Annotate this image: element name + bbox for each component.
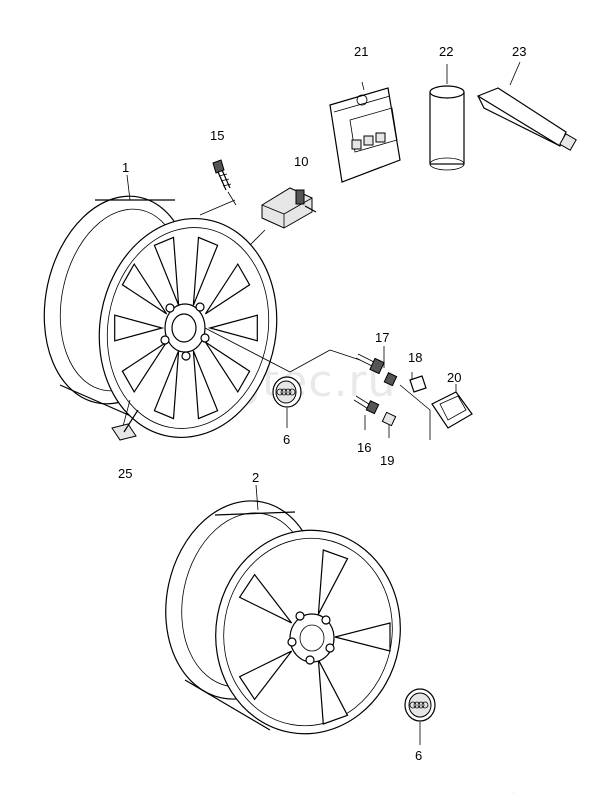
removal-tool-drawing: [431, 384, 473, 429]
corner-mark: ·: [512, 789, 514, 796]
callout-6-lower: 6: [415, 748, 422, 763]
spoke: [192, 236, 219, 306]
wheel-1-drawing: [43, 195, 278, 439]
center-cap-1-drawing: [272, 376, 302, 428]
callout-1: 1: [122, 160, 129, 175]
callout-17: 17: [375, 330, 389, 345]
spoke: [153, 350, 180, 420]
cleaner-can-drawing: [429, 64, 465, 171]
spoke: [153, 236, 180, 306]
callout-10: 10: [294, 154, 308, 169]
spoke: [317, 549, 349, 615]
bolt-set-drawing: [353, 346, 431, 440]
center-cap-2-drawing: [404, 688, 436, 745]
callout-2: 2: [252, 470, 259, 485]
wheel-2-drawing: [165, 500, 401, 735]
spoke: [204, 262, 251, 315]
callout-22: 22: [439, 44, 453, 59]
grease-tube-drawing: [476, 61, 577, 151]
spoke: [317, 659, 349, 725]
callout-19: 19: [380, 453, 394, 468]
valve-25-drawing: [111, 409, 139, 441]
spoke: [238, 573, 293, 624]
callout-16: 16: [357, 440, 371, 455]
callout-15: 15: [210, 128, 224, 143]
valve-15-drawing: [212, 159, 237, 206]
callout-25: 25: [118, 466, 132, 481]
spoke: [121, 341, 168, 394]
spoke: [207, 314, 258, 342]
callout-18: 18: [408, 350, 422, 365]
callout-23: 23: [512, 44, 526, 59]
callout-6-upper: 6: [283, 432, 290, 447]
spoke: [204, 341, 251, 394]
spoke: [114, 314, 165, 342]
spoke: [238, 650, 293, 701]
sticker-pack-drawing: [329, 81, 401, 183]
spoke: [121, 262, 168, 315]
leader-1: [126, 174, 131, 201]
spoke: [334, 622, 391, 652]
callout-20: 20: [447, 370, 461, 385]
tpms-sensor-drawing: [261, 187, 317, 229]
spoke: [192, 350, 219, 420]
callout-21: 21: [354, 44, 368, 59]
